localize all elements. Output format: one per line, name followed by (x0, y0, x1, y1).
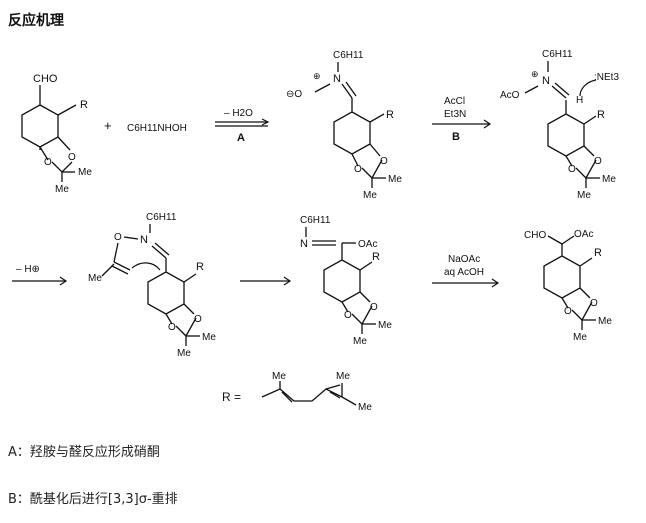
n-label: N (140, 234, 148, 246)
me-label: Me (353, 336, 367, 347)
o-label: O (44, 157, 52, 168)
acetic-acid-label: aq AcOH (444, 267, 484, 278)
page-title: 反应机理 (8, 13, 64, 29)
arrow-step-b: AcCl Et3N B (432, 96, 492, 143)
step-b-label: B (452, 131, 460, 143)
me-label: Me (363, 190, 377, 201)
o-label: O (380, 156, 388, 167)
cho-label: CHO (33, 73, 58, 85)
c6h11-label: C6H11 (300, 215, 331, 226)
me-label: Me (55, 184, 69, 195)
o-label: O (568, 164, 576, 175)
r-label: R (597, 109, 605, 121)
acyl-chloride-label: AcCl (444, 96, 465, 107)
r-group-definition: R = Me Me Me (222, 371, 372, 413)
r-label: R (372, 251, 380, 263)
charge-plus: ⊕ (531, 69, 539, 79)
me-label: Me (577, 190, 591, 201)
note-step-b: B：酰基化后进行[3,3]σ-重排 (8, 492, 178, 507)
h-label: H (576, 95, 583, 106)
me-label: Me (598, 316, 612, 327)
reaction-scheme: CHO R O O Me Me + C6H11NHOH – H2O A C6H1… (12, 49, 619, 413)
r-label: R (386, 109, 394, 121)
me-label: Me (88, 273, 102, 284)
n-label: N (300, 238, 308, 250)
imine-acetate-structure: C6H11 N OAc R O O Me Me (300, 215, 392, 347)
me-label: Me (272, 371, 286, 382)
me-label: Me (388, 174, 402, 185)
o-label: O (370, 302, 378, 313)
me-label: Me (336, 371, 350, 382)
me-label: Me (177, 348, 191, 359)
minus-proton-label: – H⊕ (16, 264, 40, 275)
n-label: N (333, 73, 341, 85)
o-label: O (564, 306, 572, 317)
nitrone-structure: C6H11 N ⊕ ⊖O R O O Me Me (286, 50, 402, 201)
r-label: R (594, 247, 602, 259)
o-label: O (194, 314, 202, 325)
water-loss-label: – H2O (224, 108, 253, 119)
cho-label: CHO (524, 230, 546, 241)
o-label: O (354, 164, 362, 175)
r-definition-label: R = (222, 390, 241, 404)
o-label: O (68, 152, 76, 163)
step-a-label: A (237, 132, 245, 144)
o-label: O (594, 156, 602, 167)
me-label: Me (358, 402, 372, 413)
c6h11-label: C6H11 (333, 50, 364, 61)
note-step-a: A：羟胺与醛反应形成硝酮 (8, 445, 160, 460)
charge-minus-o: ⊖O (286, 89, 302, 100)
rearrangement-structure: C6H11 N O Me R O O Me Me (88, 212, 216, 359)
aldehyde-structure: CHO R O O Me Me (21, 73, 92, 195)
n-label: N (542, 75, 550, 87)
me-label: Me (573, 332, 587, 343)
me-label: Me (78, 167, 92, 178)
o-label: O (344, 310, 352, 321)
charge-plus: ⊕ (313, 71, 321, 81)
o-label: O (590, 298, 598, 309)
arrow-step-a: – H2O A (215, 108, 270, 144)
me-label: Me (378, 320, 392, 331)
aco-label: AcO (500, 90, 520, 101)
arrow-hydrolysis: NaOAc aq AcOH (432, 254, 500, 288)
triethylamine-label: Et3N (444, 109, 466, 120)
o-label: O (168, 322, 176, 333)
arrow-rearrangement (240, 276, 292, 286)
oac-label: OAc (358, 239, 377, 250)
o-label: O (114, 232, 122, 243)
c6h11-label: C6H11 (542, 49, 573, 60)
arrow-deprotonation: – H⊕ (12, 264, 68, 286)
me-label: Me (202, 332, 216, 343)
me-label: Me (602, 174, 616, 185)
r-label: R (196, 261, 204, 273)
hydroxylamine-label: C6H11NHOH (127, 123, 187, 134)
acyloxy-iminium-structure: C6H11 N ⊕ AcO H :NEt3 R O O Me Me (500, 49, 619, 201)
c6h11-label: C6H11 (146, 212, 177, 223)
sodium-acetate-label: NaOAc (448, 254, 480, 265)
r-label: R (80, 99, 88, 111)
oac-label: OAc (574, 229, 593, 240)
product-structure: CHO OAc R O O Me Me (524, 229, 612, 343)
net3-label: :NEt3 (594, 72, 619, 83)
plus-sign: + (104, 118, 112, 133)
